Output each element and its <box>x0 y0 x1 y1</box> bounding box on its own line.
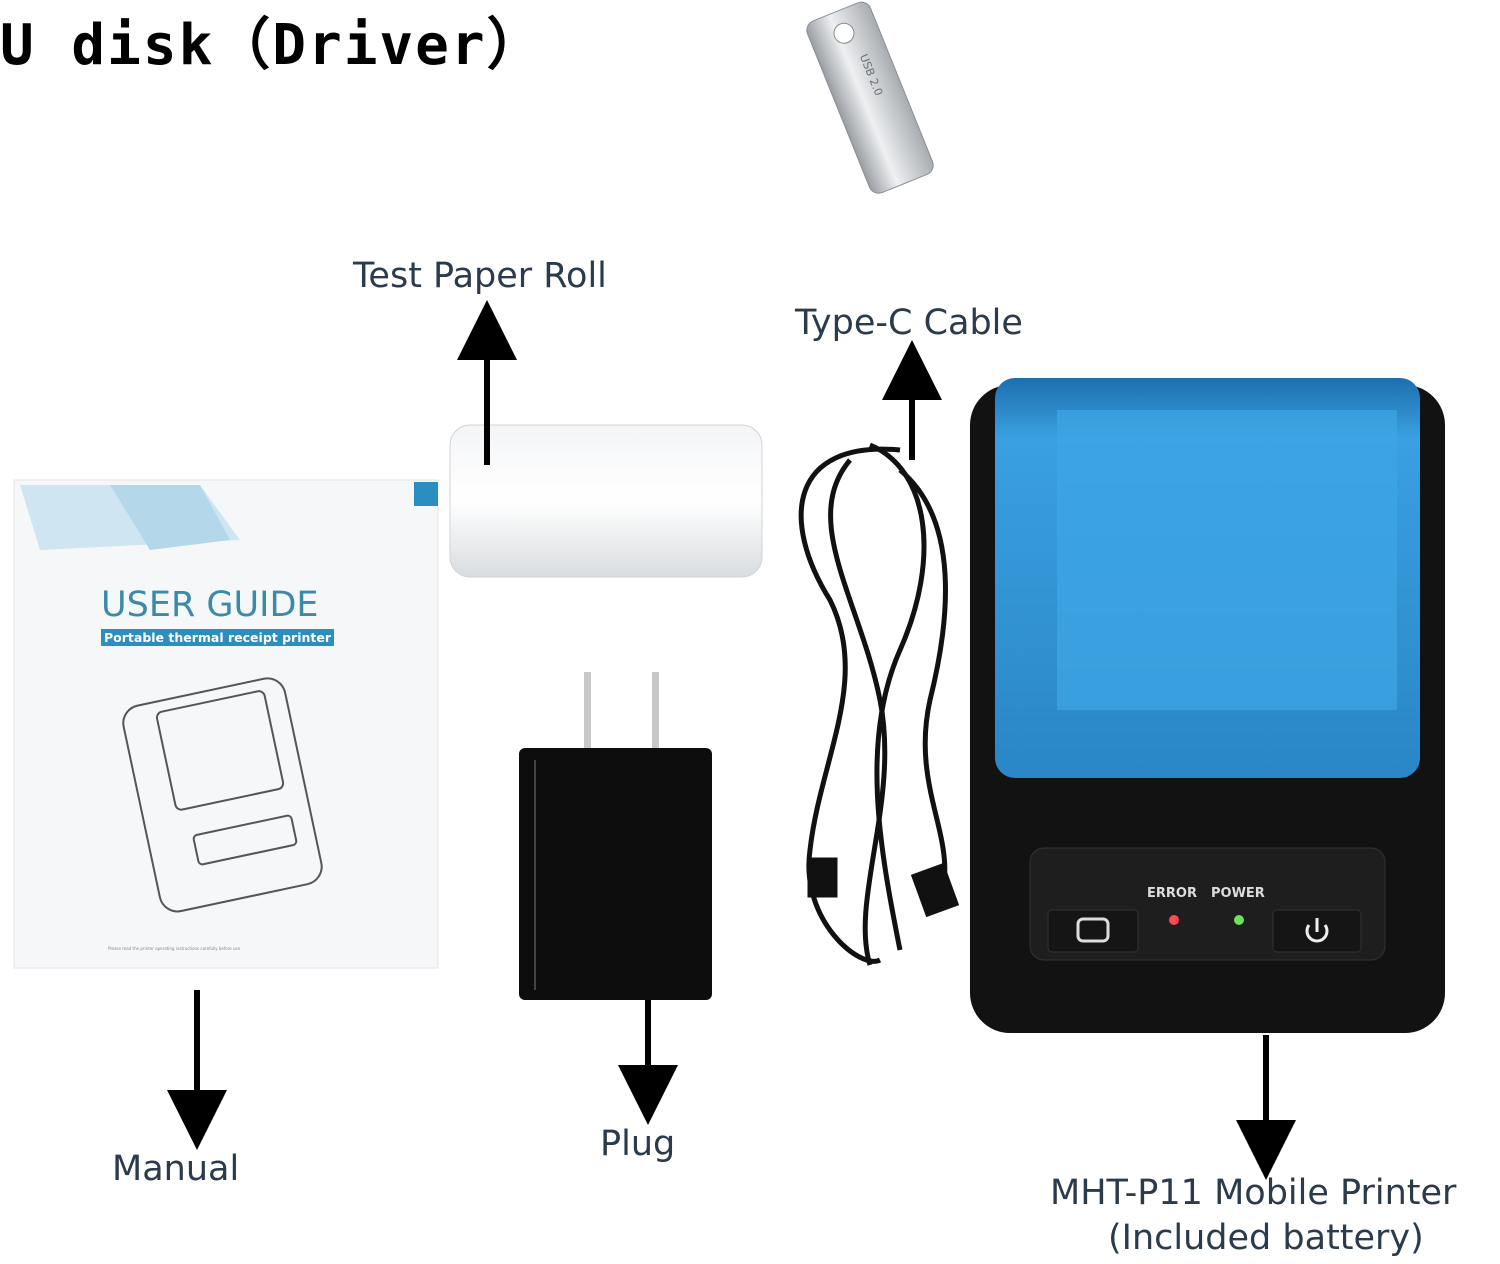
usb-stick: USB 2.0 <box>806 1 934 194</box>
label-plug: Plug <box>600 1124 676 1164</box>
power-led <box>1234 915 1244 925</box>
page-title: U disk（Driver） <box>0 13 545 78</box>
feed-button <box>1047 909 1139 953</box>
power-icon <box>1305 918 1329 943</box>
printer-line-drawing <box>122 677 323 913</box>
printer <box>970 378 1445 1033</box>
feed-icon <box>1076 917 1110 943</box>
label-printer-model: MHT-P11 Mobile Printer <box>1050 1173 1457 1213</box>
power-label: POWER <box>1211 886 1265 901</box>
label-type-c-cable: Type-C Cable <box>795 303 1023 343</box>
plug <box>519 672 712 1000</box>
label-printer-battery: (Included battery) <box>1108 1218 1424 1258</box>
manual-booklet <box>13 479 439 969</box>
error-label: ERROR <box>1147 886 1197 901</box>
manual-subheading: Portable thermal receipt printer <box>101 629 335 646</box>
label-manual: Manual <box>112 1149 240 1189</box>
manual-heading: USER GUIDE <box>101 585 319 625</box>
manual-footer: Please read the printer operating instru… <box>108 946 241 951</box>
error-led <box>1169 915 1179 925</box>
paper-roll <box>449 424 763 578</box>
type-c-cable <box>798 442 960 966</box>
label-test-paper-roll: Test Paper Roll <box>353 256 607 296</box>
